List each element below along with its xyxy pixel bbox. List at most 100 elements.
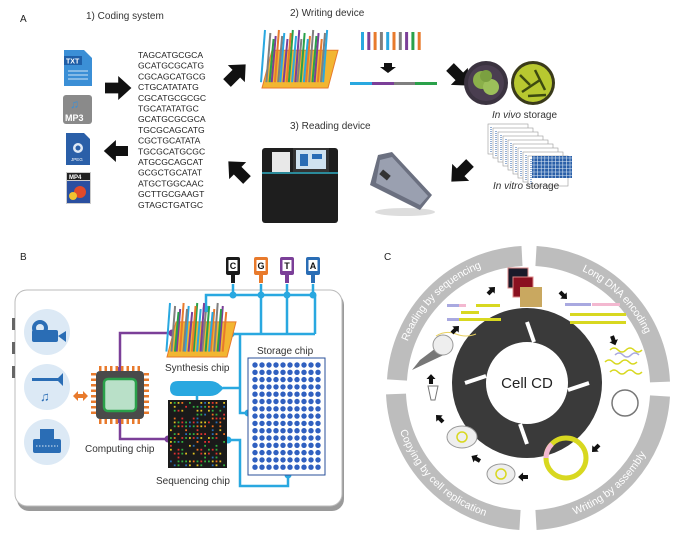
storage-well bbox=[252, 376, 258, 383]
storage-well bbox=[294, 420, 300, 427]
storage-well bbox=[280, 428, 286, 434]
storage-well bbox=[315, 369, 321, 375]
storage-well bbox=[287, 369, 293, 375]
storage-well bbox=[266, 369, 272, 375]
oligo-strand bbox=[285, 32, 292, 83]
panel-b-label: B bbox=[20, 252, 27, 263]
storage-well bbox=[294, 442, 300, 448]
oligo-strand bbox=[179, 302, 185, 352]
storage-well bbox=[287, 413, 293, 419]
mp3-label: MP3 bbox=[65, 113, 84, 123]
storage-well bbox=[259, 413, 265, 419]
storage-well bbox=[259, 449, 265, 456]
storage-well bbox=[308, 435, 314, 441]
oligo-strand bbox=[175, 308, 182, 352]
storage-well bbox=[252, 435, 258, 441]
synthesis-chip-label: Synthesis chip bbox=[165, 363, 230, 374]
storage-well bbox=[308, 398, 314, 405]
storage-well bbox=[294, 457, 300, 463]
storage-well bbox=[308, 391, 314, 397]
storage-well bbox=[259, 420, 265, 427]
storage-well bbox=[273, 435, 279, 441]
storage-well bbox=[294, 413, 300, 419]
storage-well bbox=[266, 406, 272, 412]
storage-well bbox=[252, 406, 258, 412]
oligo-strand bbox=[287, 29, 294, 83]
storage-well bbox=[266, 428, 272, 434]
storage-well bbox=[315, 362, 321, 368]
in-vitro-storage-label: In vitro storage bbox=[493, 181, 560, 192]
storage-well bbox=[273, 384, 279, 390]
dna-sequence: GCGCTGCATAT bbox=[138, 168, 203, 178]
oligo-bars-image bbox=[361, 32, 421, 50]
oligo-strand bbox=[218, 305, 224, 352]
oligo-bar bbox=[405, 32, 409, 50]
storage-well bbox=[315, 420, 321, 427]
storage-well bbox=[273, 457, 279, 463]
storage-well bbox=[280, 376, 286, 383]
oligo-strand bbox=[270, 35, 277, 83]
storage-well bbox=[301, 435, 307, 441]
bottle-letter: C bbox=[230, 261, 237, 271]
in-vivo-storage-label: In vivo storage bbox=[492, 110, 557, 121]
oligo-strand bbox=[308, 29, 315, 83]
storage-well bbox=[301, 464, 307, 470]
storage-well bbox=[287, 464, 293, 470]
oligo-strand bbox=[182, 308, 189, 352]
oligo-strand bbox=[291, 35, 298, 83]
oligo-bar bbox=[367, 32, 371, 50]
bottle-G: G bbox=[254, 257, 268, 283]
storage-well bbox=[266, 391, 272, 397]
dna-sequence: ATGCTGGCAAC bbox=[138, 178, 204, 188]
txt-label: TXT bbox=[66, 59, 80, 66]
oligo-strand bbox=[273, 29, 280, 83]
storage-well bbox=[252, 464, 258, 470]
storage-well bbox=[280, 406, 286, 412]
storage-well bbox=[287, 376, 293, 383]
storage-well bbox=[294, 376, 300, 383]
storage-well bbox=[252, 384, 258, 390]
storage-well bbox=[301, 428, 307, 434]
storage-well bbox=[266, 420, 272, 427]
oligo-strand bbox=[296, 38, 303, 83]
storage-well bbox=[315, 398, 321, 405]
storage-well bbox=[252, 457, 258, 463]
storage-well bbox=[315, 413, 321, 419]
storage-well bbox=[266, 449, 272, 456]
storage-well bbox=[301, 391, 307, 397]
benchtop-sequencer-image bbox=[262, 148, 338, 223]
storage-well bbox=[280, 435, 286, 441]
storage-well bbox=[301, 442, 307, 448]
oligo-strand bbox=[196, 308, 202, 352]
oligo-strand bbox=[192, 302, 199, 352]
oligo-strand bbox=[216, 308, 223, 352]
minion-sequencer-image bbox=[370, 152, 435, 216]
storage-well bbox=[308, 449, 314, 456]
storage-well bbox=[294, 369, 300, 375]
bottle-C: C bbox=[226, 257, 240, 283]
oligo-strand bbox=[199, 302, 206, 352]
storage-well bbox=[273, 464, 279, 470]
storage-well bbox=[301, 384, 307, 390]
oligo-strand bbox=[311, 35, 318, 83]
storage-well bbox=[259, 406, 265, 412]
storage-well bbox=[266, 442, 272, 448]
storage-well bbox=[294, 384, 300, 390]
storage-well bbox=[252, 391, 258, 397]
storage-well bbox=[287, 449, 293, 456]
storage-well bbox=[273, 362, 279, 368]
storage-well bbox=[287, 428, 293, 434]
storage-well bbox=[266, 457, 272, 463]
storage-well bbox=[280, 442, 286, 448]
storage-well bbox=[294, 464, 300, 470]
svg-text:♫: ♫ bbox=[70, 97, 79, 111]
oligo-strand bbox=[201, 311, 207, 352]
assembled-strand bbox=[350, 82, 437, 85]
oligo-strand bbox=[322, 29, 329, 83]
storage-well bbox=[294, 435, 300, 441]
writing-device-title: 2) Writing device bbox=[290, 8, 365, 19]
oligo-strand bbox=[302, 38, 309, 83]
